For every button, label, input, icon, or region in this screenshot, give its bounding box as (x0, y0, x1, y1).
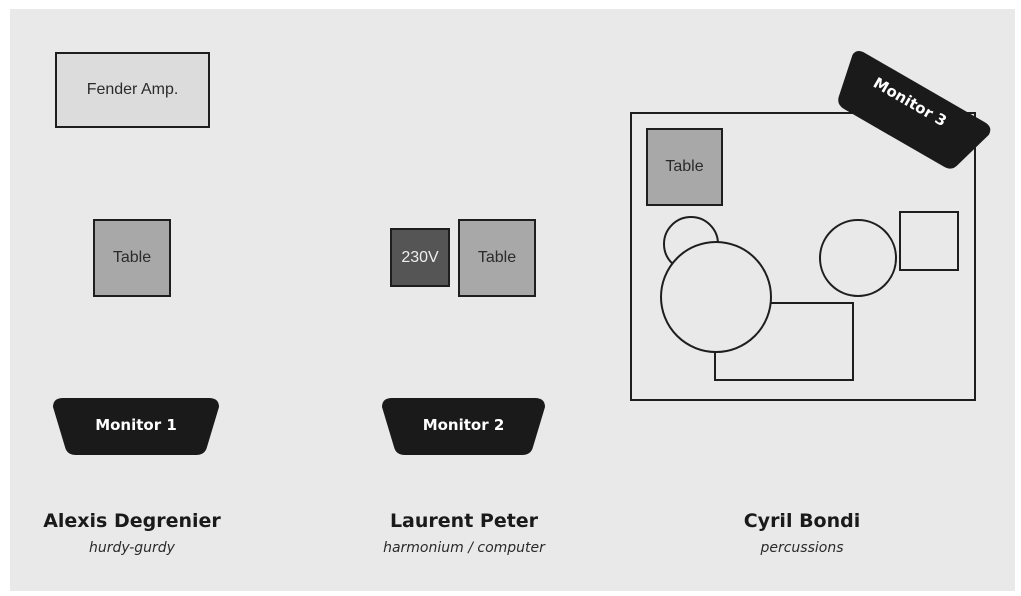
table-left: Table (93, 219, 171, 297)
performer-2-name: Laurent Peter (389, 510, 539, 532)
power-outlet-230v: 230V (390, 228, 450, 287)
monitor-2-label: Monitor 2 (422, 416, 505, 434)
performer-2-instrument: harmonium / computer (383, 540, 545, 556)
monitor-1-label: Monitor 1 (95, 416, 177, 434)
table-right-label: Table (665, 158, 704, 175)
floor-drum (819, 219, 897, 297)
performer-3-name: Cyril Bondi (743, 510, 861, 532)
table-left-label: Table (112, 249, 152, 266)
power-outlet-label: 230V (401, 248, 439, 266)
performer-3-instrument: percussions (760, 540, 844, 556)
bass-drum (660, 241, 772, 353)
performer-1-instrument: hurdy-gurdy (89, 540, 175, 556)
table-middle: Table (458, 219, 536, 297)
fender-amp: Fender Amp. (55, 52, 210, 128)
table-right: Table (646, 128, 723, 206)
drum-riser (630, 112, 976, 401)
drum-case (899, 211, 959, 271)
fender-amp-label: Fender Amp. (86, 81, 179, 98)
performer-1-name: Alexis Degrenier (43, 510, 221, 532)
table-middle-label: Table (477, 249, 517, 266)
